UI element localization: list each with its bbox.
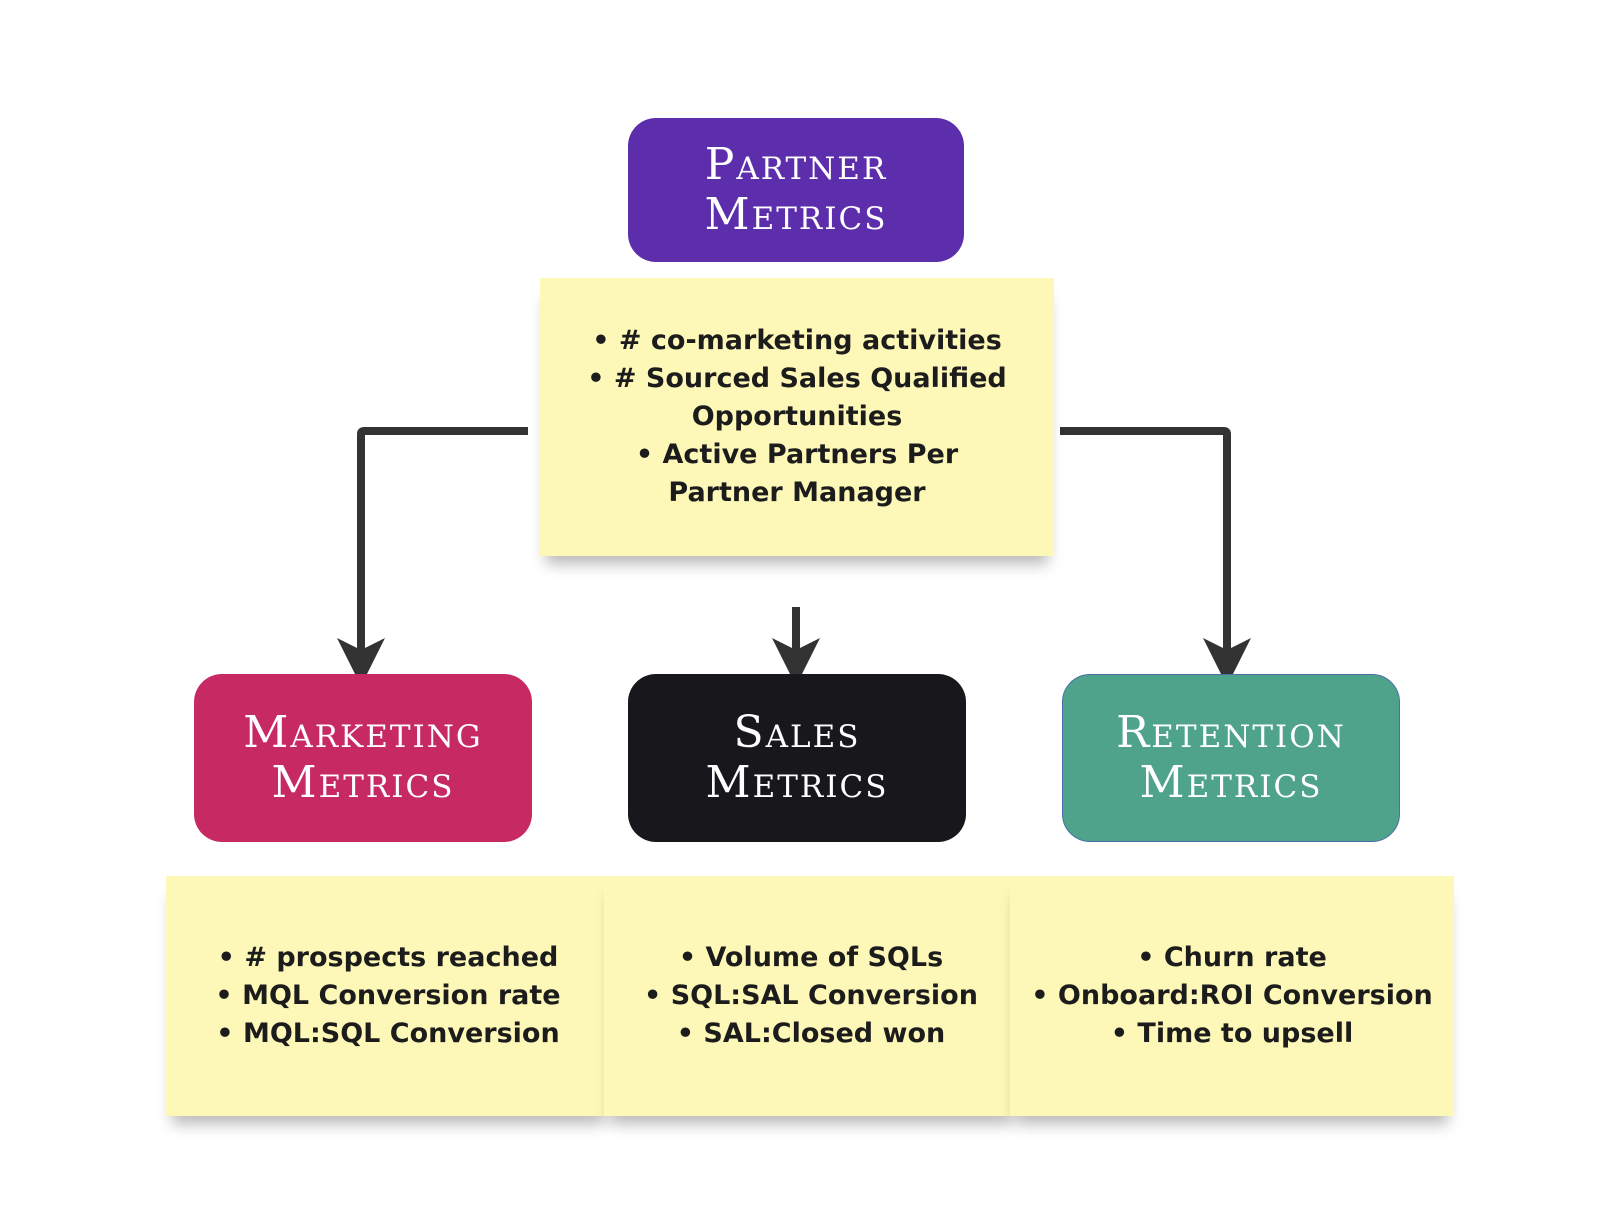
partner-metric-item: • Active Partners Per <box>635 439 959 470</box>
retention-metric-item: • Time to upsell <box>1110 1018 1354 1049</box>
marketing-title-line1: Marketing <box>243 707 483 758</box>
retention-title-line2: Metrics <box>1139 757 1323 808</box>
retention-metric-item: • Churn rate <box>1137 942 1327 973</box>
marketing-metric-item: • MQL Conversion rate <box>215 980 561 1011</box>
retention-metrics-note: • Churn rate • Onboard:ROI Conversion • … <box>1010 876 1454 1116</box>
sales-metric-item: • Volume of SQLs <box>678 942 944 973</box>
marketing-metrics-note: • # prospects reached • MQL Conversion r… <box>166 876 610 1116</box>
sales-metric-item: • SAL:Closed won <box>676 1018 946 1049</box>
partner-metric-item: Opportunities <box>691 401 903 432</box>
partner-metric-item: • # co-marketing activities <box>592 325 1002 356</box>
marketing-metrics-title: Marketing Metrics <box>194 674 532 842</box>
retention-metrics-title: Retention Metrics <box>1062 674 1400 842</box>
partner-metric-item: • # Sourced Sales Qualified <box>587 363 1007 394</box>
sales-title-line2: Metrics <box>705 757 889 808</box>
marketing-title-line2: Metrics <box>271 757 455 808</box>
retention-title-line1: Retention <box>1116 707 1346 758</box>
partner-title-line2: Metrics <box>704 189 888 240</box>
sales-metrics-note: • Volume of SQLs • SQL:SAL Conversion • … <box>604 876 1018 1116</box>
marketing-metric-item: • # prospects reached <box>217 942 559 973</box>
partner-metrics-title: Partner Metrics <box>628 118 964 262</box>
sales-metrics-title: Sales Metrics <box>628 674 966 842</box>
partner-metrics-note: • # co-marketing activities • # Sourced … <box>540 278 1054 556</box>
sales-metric-item: • SQL:SAL Conversion <box>644 980 978 1011</box>
partner-metric-item: Partner Manager <box>668 477 926 508</box>
retention-metric-item: • Onboard:ROI Conversion <box>1031 980 1433 1011</box>
partner-title-line1: Partner <box>704 139 888 190</box>
connector-to-retention <box>1060 427 1251 686</box>
marketing-metric-item: • MQL:SQL Conversion <box>216 1018 560 1049</box>
sales-title-line1: Sales <box>733 707 861 758</box>
connector-to-marketing <box>337 427 528 686</box>
